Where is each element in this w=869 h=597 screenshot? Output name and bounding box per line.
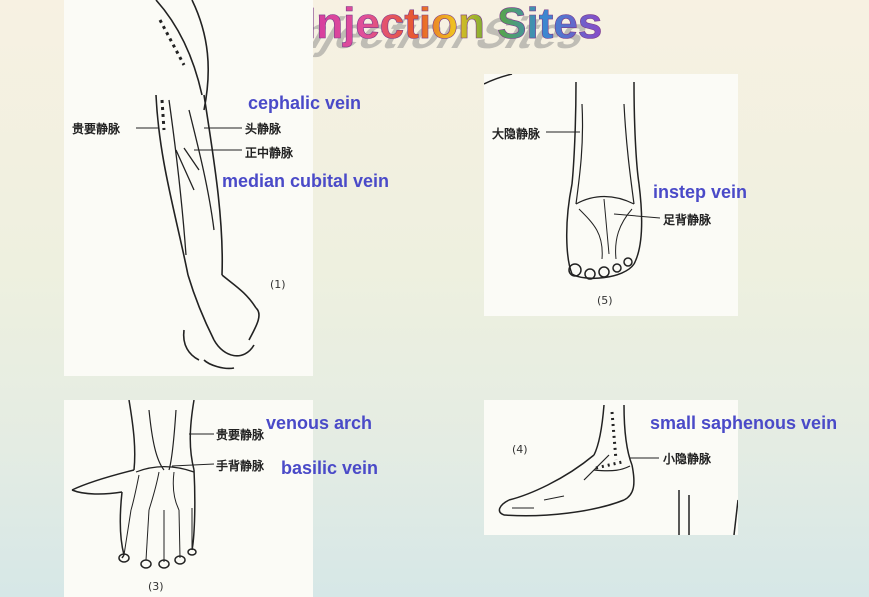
label-small-saphenous-vein: small saphenous vein [650, 413, 838, 433]
foot-dorsum-illustration [484, 74, 661, 280]
page-title: Injection Sites Injection Sites [300, 0, 603, 58]
panel-number-4: (4) [512, 443, 528, 456]
label-instep-vein: instep vein [653, 182, 748, 202]
panel-number-3: (3) [148, 580, 164, 593]
label-basilic-vein: basilic vein [281, 458, 379, 478]
label-cn-cephalic: 头静脉 [245, 122, 282, 136]
label-cn-small-saphenous: 小隐静脉 [663, 452, 712, 466]
title-shadow: Injection Sites [300, 9, 600, 58]
panel-ankle [484, 400, 738, 535]
panel-hand [64, 400, 313, 597]
label-median-cubital-vein: median cubital vein [222, 171, 390, 191]
label-cn-basilic-arm: 贵要静脉 [72, 122, 121, 136]
label-cn-dorsal-foot: 足背静脉 [663, 213, 712, 227]
label-cn-great-saphenous: 大隐静脉 [492, 127, 541, 141]
label-cn-basilic-hand: 贵要静脉 [216, 428, 265, 442]
panel-arm [64, 0, 313, 376]
label-cephalic-vein: cephalic vein [248, 93, 362, 113]
hand-illustration [71, 400, 215, 569]
panel-number-5: (5) [597, 294, 613, 307]
panel-foot-dorsum [484, 74, 738, 316]
title-text: Injection Sites [304, 0, 602, 48]
label-cn-median: 正中静脉 [245, 146, 294, 160]
label-cn-dorsal-hand: 手背静脉 [216, 459, 265, 473]
panel-number-1: (1) [270, 278, 286, 291]
label-venous-arch: venous arch [266, 413, 373, 433]
ankle-illustration [498, 404, 738, 535]
arm-illustration [136, 0, 260, 370]
